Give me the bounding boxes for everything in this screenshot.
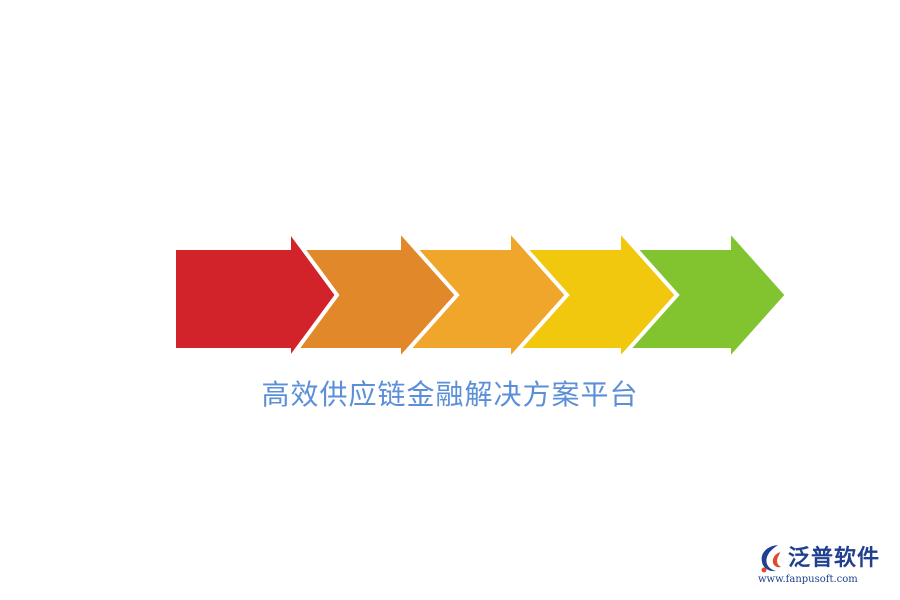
- fanpu-logo-icon: [761, 545, 781, 573]
- arrow-red: [172, 223, 340, 367]
- brand-name: 泛普软件: [788, 546, 881, 571]
- diagram-caption: 高效供应链金融解决方案平台: [261, 378, 639, 411]
- brand-watermark: 泛普软件 www.fanpusoft.com: [756, 540, 888, 592]
- brand-url: www.fanpusoft.com: [758, 574, 858, 585]
